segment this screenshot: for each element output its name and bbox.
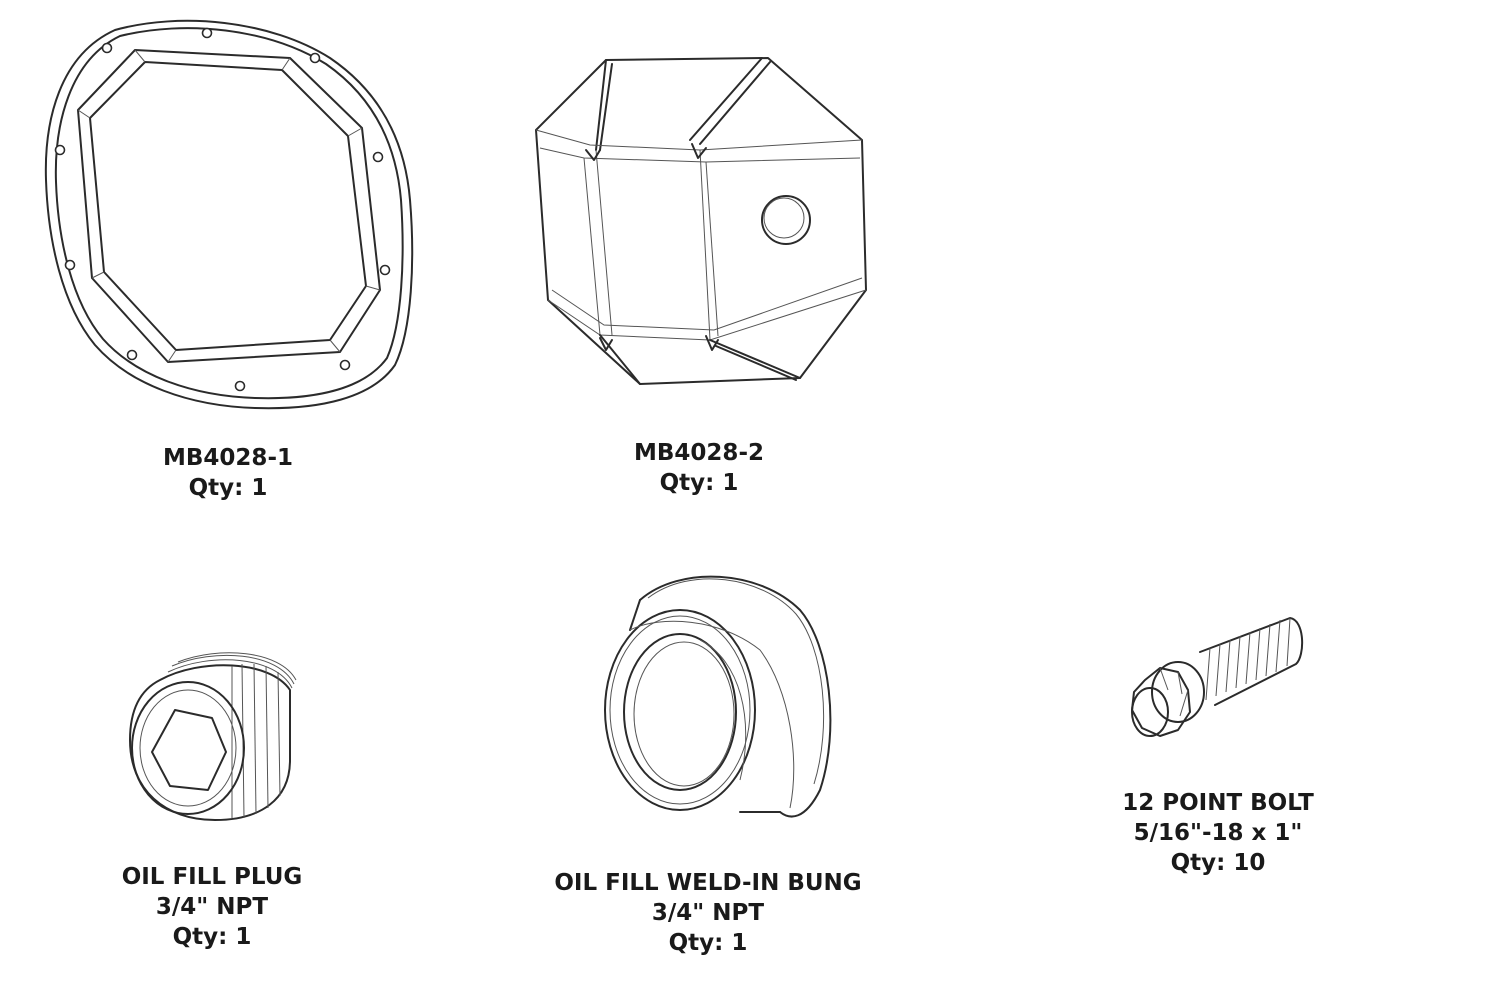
part-quantity: Qty: 1 — [659, 470, 739, 496]
part-quantity: Qty: 1 — [188, 475, 268, 501]
label-weld-in-bung: OIL FILL WELD-IN BUNG 3/4" NPT Qty: 1 — [554, 868, 861, 958]
part-name: OIL FILL WELD-IN BUNG — [554, 870, 862, 896]
part-quantity: Qty: 1 — [668, 930, 748, 956]
part-size: 3/4" NPT — [155, 894, 269, 920]
label-mb4028-1: MB4028-1 Qty: 1 — [163, 443, 293, 503]
oil-fill-plug-illustration — [129, 652, 297, 821]
part-number: MB4028-1 — [163, 445, 293, 471]
part-quantity: Qty: 10 — [1170, 850, 1266, 876]
label-12-point-bolt: 12 POINT BOLT 5/16"-18 x 1" Qty: 10 — [1122, 788, 1314, 878]
label-oil-fill-plug: OIL FILL PLUG 3/4" NPT Qty: 1 — [122, 862, 303, 952]
cover-shell-illustration — [535, 57, 867, 385]
part-name: OIL FILL PLUG — [121, 864, 303, 890]
weld-in-bung-illustration — [604, 575, 832, 818]
cover-flange-illustration — [44, 19, 414, 410]
part-size: 3/4" NPT — [651, 900, 765, 926]
twelve-point-bolt-illustration — [1131, 617, 1304, 737]
part-size: 5/16"-18 x 1" — [1133, 820, 1303, 846]
label-mb4028-2: MB4028-2 Qty: 1 — [634, 438, 764, 498]
part-name: 12 POINT BOLT — [1122, 790, 1314, 816]
part-quantity: Qty: 1 — [172, 924, 252, 950]
part-number: MB4028-2 — [634, 440, 764, 466]
